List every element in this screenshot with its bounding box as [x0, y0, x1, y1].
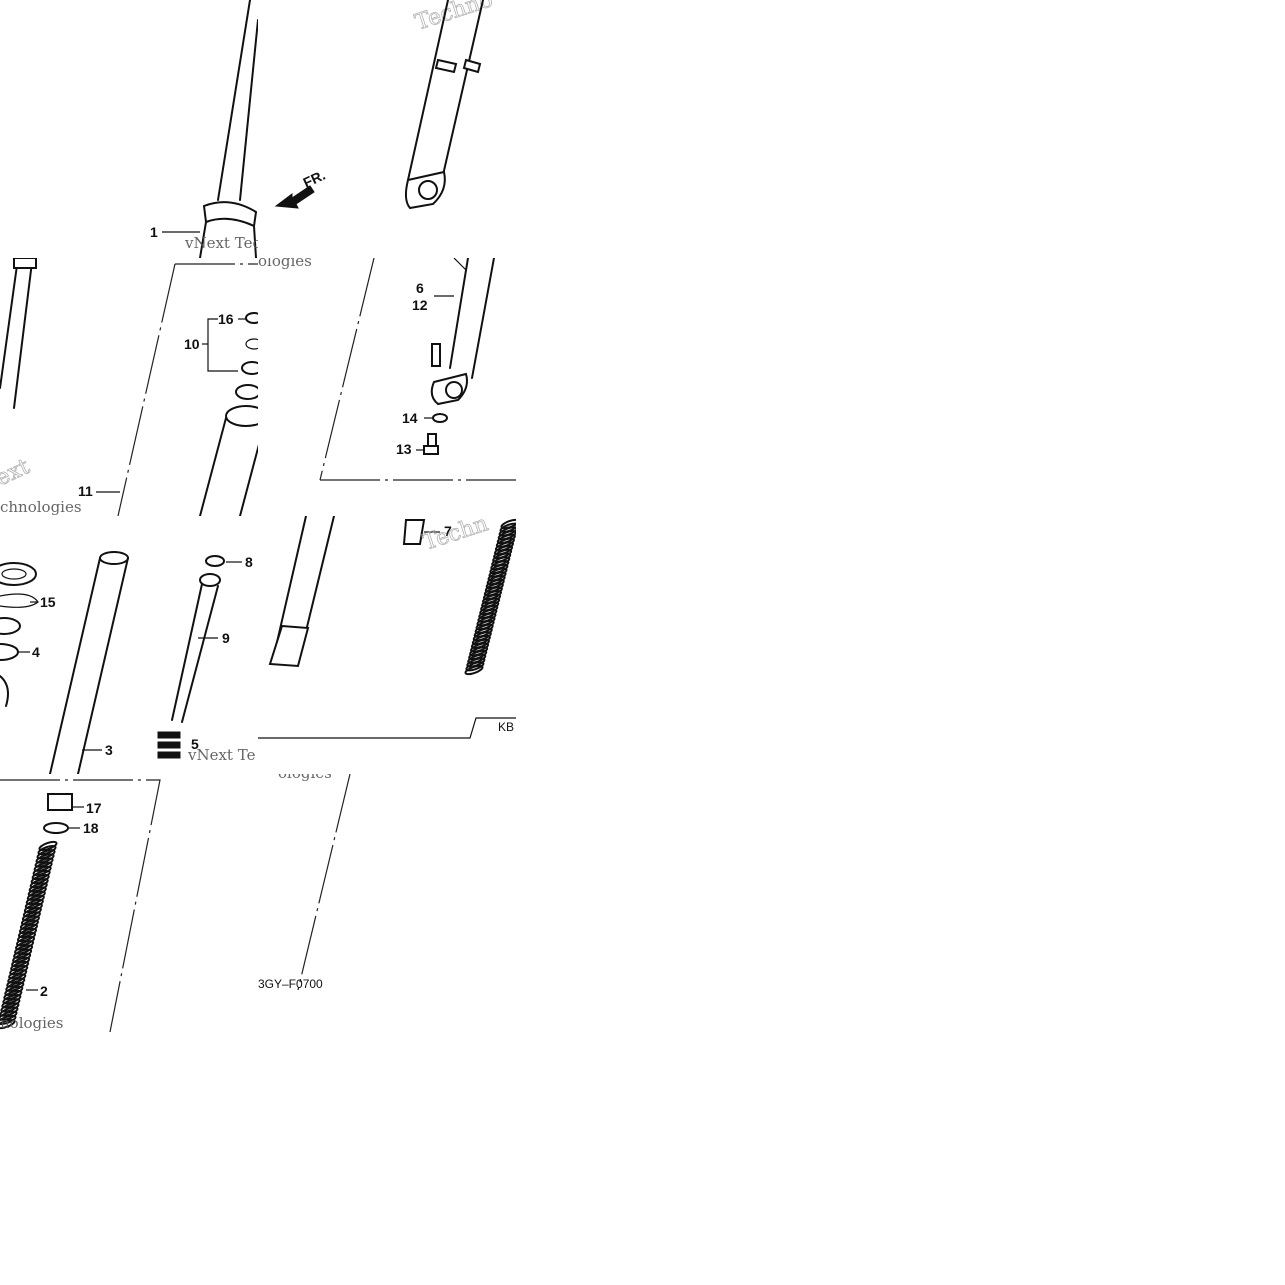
watermark-ologies: ologies: [258, 258, 312, 270]
callout-6: 6: [416, 280, 424, 296]
diagram-tile-top-right: Techno FR.: [258, 0, 516, 258]
callout-14: 14: [402, 410, 418, 426]
diagram-code: 3GY–F0700: [258, 977, 323, 991]
watermark-techno: Techno: [412, 0, 496, 36]
callout-5: 5: [191, 736, 199, 752]
diagram-tile-bottom-right: ologies 3GY–F0700: [258, 774, 516, 1032]
diagram-tile-mid-left: 16 10 11 ext chnologies: [0, 258, 258, 516]
callout-9: 9: [222, 630, 230, 646]
callout-13: 13: [396, 441, 412, 457]
callout-16: 16: [218, 311, 234, 327]
direction-label: FR.: [301, 167, 328, 191]
watermark-ologies-2: ologies: [278, 774, 332, 782]
callout-2: 2: [40, 983, 48, 999]
spring-icon: [0, 840, 58, 1030]
callout-11: 11: [78, 483, 93, 499]
direction-arrow-icon: [274, 185, 315, 209]
callout-3: 3: [105, 742, 113, 758]
callout-18: 18: [83, 820, 99, 836]
watermark-nologies: nologies: [0, 1014, 64, 1032]
diagram-tile-mid-right: ologies 6 12 14 13: [258, 258, 516, 516]
callout-12: 12: [412, 297, 428, 313]
callout-17: 17: [86, 800, 102, 816]
diagram-tile-lower-right: 7 Techn KB: [258, 516, 516, 774]
code-fragment: KB: [498, 720, 514, 734]
callout-8: 8: [245, 554, 253, 570]
watermark-chnologies: chnologies: [0, 498, 82, 516]
watermark-ext: ext: [0, 454, 34, 491]
diagram-tile-top-left: 1 vNext Tec: [0, 0, 258, 258]
callout-10: 10: [184, 336, 200, 352]
callout-4: 4: [32, 644, 40, 660]
watermark-techn: Techn: [420, 516, 491, 556]
callout-15: 15: [40, 594, 56, 610]
watermark-vnext-tec: vNext Tec: [184, 234, 258, 252]
diagram-tile-lower-left: 15 4 3 8 9 5 vNext Te: [0, 516, 258, 774]
callout-7: 7: [444, 523, 452, 539]
watermark-vnext-te: vNext Te: [187, 746, 256, 764]
spring-icon: [464, 518, 516, 676]
diagram-tile-bottom-left: 17 18 2 nologies: [0, 774, 258, 1032]
callout-1: 1: [150, 224, 158, 240]
